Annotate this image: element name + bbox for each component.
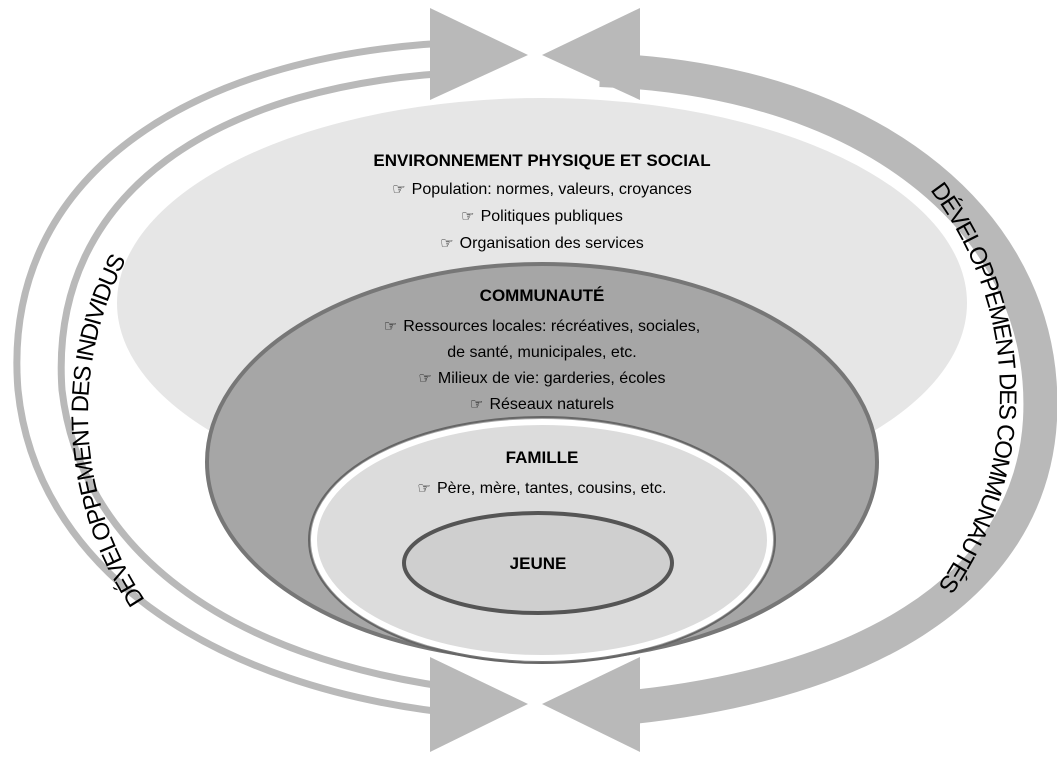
pointing-hand-icon: ☞ xyxy=(470,395,483,413)
community-item: ☞Réseaux naturels xyxy=(470,395,614,413)
left-cycle-arrow xyxy=(13,8,528,752)
environment-item: ☞Politiques publiques xyxy=(461,207,623,225)
right-cycle-arrow xyxy=(542,8,1057,752)
top-right-pointing-arrowhead xyxy=(430,8,528,100)
pointing-hand-icon: ☞ xyxy=(418,479,431,497)
top-left-pointing-arrowhead xyxy=(542,8,640,100)
pointing-hand-icon: ☞ xyxy=(384,317,397,335)
environment-title: ENVIRONNEMENT PHYSIQUE ET SOCIAL xyxy=(373,151,710,170)
community-item: ☞Ressources locales: récréatives, social… xyxy=(384,317,700,335)
pointing-hand-icon: ☞ xyxy=(392,180,405,198)
environment-item: ☞Organisation des services xyxy=(440,234,644,252)
right-arc-band xyxy=(598,53,1057,727)
left-arc-outer-line xyxy=(13,38,471,719)
family-title: FAMILLE xyxy=(506,448,579,467)
youth-title: JEUNE xyxy=(510,554,567,573)
left-arc-inner-line xyxy=(57,68,471,694)
environment-item: ☞Population: normes, valeurs, croyances xyxy=(392,180,692,198)
pointing-hand-icon: ☞ xyxy=(440,234,453,252)
community-title: COMMUNAUTÉ xyxy=(480,286,605,305)
community-item-continuation: de santé, municipales, etc. xyxy=(447,344,636,361)
pointing-hand-icon: ☞ xyxy=(461,207,474,225)
family-ellipse-outline xyxy=(308,416,776,664)
bottom-right-pointing-arrowhead xyxy=(430,657,528,752)
pointing-hand-icon: ☞ xyxy=(418,369,431,387)
bottom-left-pointing-arrowhead xyxy=(542,657,640,752)
family-item: ☞Père, mère, tantes, cousins, etc. xyxy=(418,479,667,497)
youth-ellipse xyxy=(402,511,674,615)
community-item: ☞Milieux de vie: garderies, écoles xyxy=(418,369,665,387)
